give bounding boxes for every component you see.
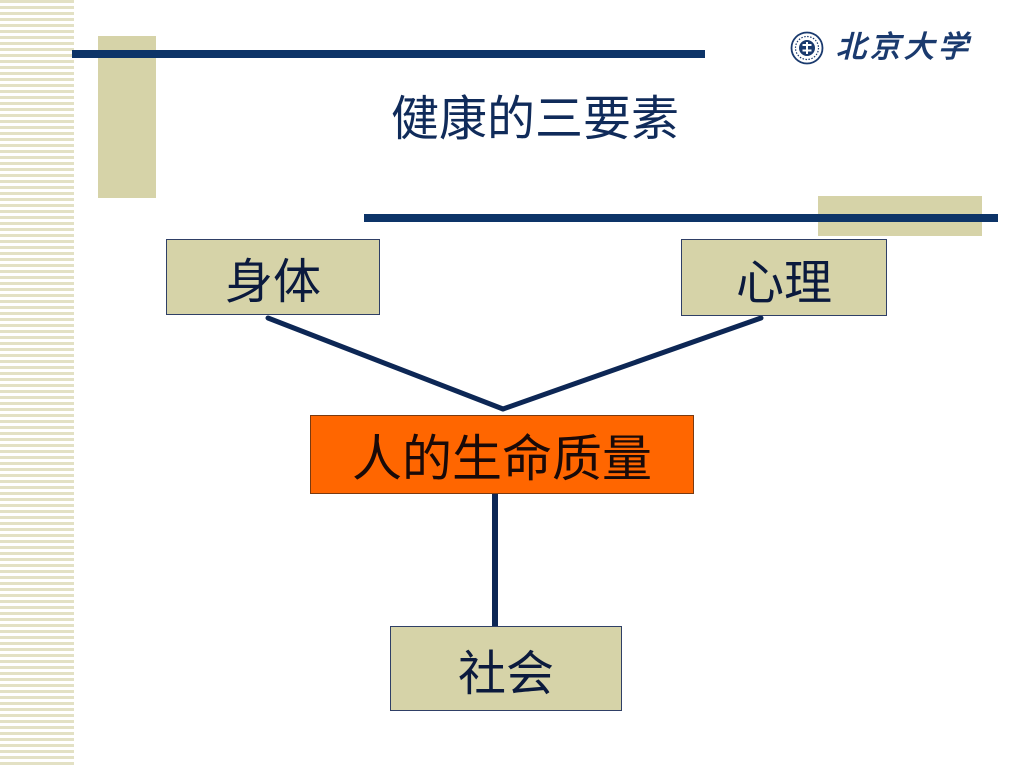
node-life-quality: 人的生命质量: [310, 415, 694, 494]
node-life-quality-label: 人的生命质量: [352, 429, 652, 488]
title-rule-top: [72, 50, 705, 58]
decorative-block-left: [98, 36, 156, 198]
node-mind: 心理: [681, 239, 887, 316]
edge-mind-to-quality: [500, 315, 764, 412]
node-society: 社会: [390, 626, 622, 711]
university-logo: 北京大学: [790, 28, 972, 68]
slide-title: 健康的三要素: [390, 91, 679, 147]
edge-body-to-quality: [265, 315, 506, 412]
title-rule-bottom: [364, 214, 998, 222]
university-seal-icon: [790, 31, 824, 65]
node-body-label: 身体: [224, 254, 321, 310]
university-logo-text: 北京大学: [836, 30, 972, 65]
node-mind-label: 心理: [735, 254, 832, 311]
node-society-label: 社会: [457, 645, 554, 702]
node-body: 身体: [166, 239, 380, 315]
decorative-stripes: [0, 0, 74, 768]
